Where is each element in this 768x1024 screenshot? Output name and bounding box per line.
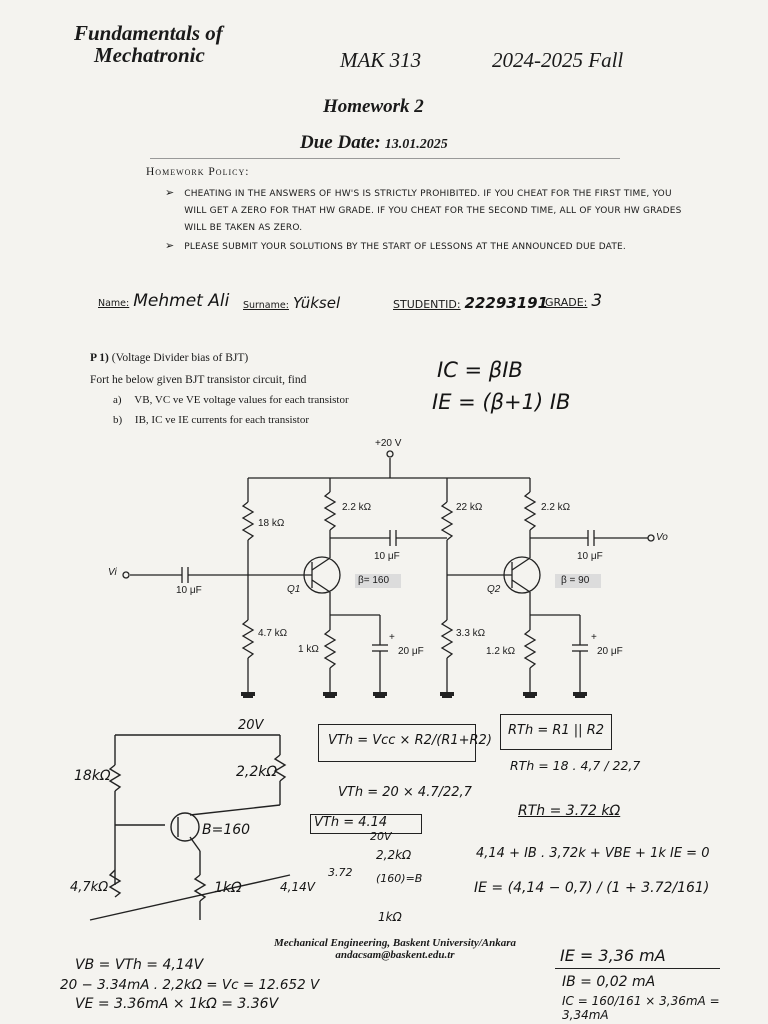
cin-label: 10 μF — [176, 585, 202, 596]
kvl-equation: 4,14 + IB . 3,72k + VBE + 1k IE = 0 — [476, 846, 710, 861]
q2-label: Q2 — [487, 584, 501, 595]
rea-label: 1 kΩ — [298, 644, 319, 655]
vb-result: VB = VTh = 4,14V — [75, 957, 204, 973]
student-id-value: 22293191 — [464, 294, 549, 312]
arrow-bullet-icon: ➢ — [165, 240, 175, 252]
bjt-circuit-diagram — [122, 450, 655, 698]
policy-heading: Homework Policy: — [146, 166, 250, 178]
footer: Mechanical Engineering, Baskent Universi… — [240, 937, 550, 961]
problem-heading: P 1) (Voltage Divider bias of BJT) — [90, 352, 249, 364]
supply-label: +20 V — [375, 438, 402, 449]
policy-item: ➢ Please submit your solutions by the st… — [165, 239, 685, 256]
sketch-re: 1kΩ — [214, 880, 242, 896]
policy-list: ➢ Cheating in the answers of HW's is str… — [165, 186, 685, 256]
vth-result-box — [310, 814, 422, 834]
ib-result: IB = 0,02 mA — [562, 974, 656, 990]
r2b-label: 3.3 kΩ — [456, 628, 486, 639]
r1b-label: 22 kΩ — [456, 502, 483, 513]
vc-result: 20 − 3.34mA . 2,2kΩ = Vc = 12.652 V — [60, 977, 320, 993]
rth-formula-box — [500, 714, 612, 750]
ic-equation: IC = βIB — [437, 358, 523, 382]
vth-formula: VTh = Vcc × R2/(R1+R2) — [328, 733, 492, 748]
vout-label: Vo — [656, 532, 668, 543]
ce1-label: 20 μF — [398, 646, 424, 657]
ce2-label: 20 μF — [597, 646, 623, 657]
sketch-rc: 2,2kΩ — [236, 764, 278, 780]
r2a-label: 4.7 kΩ — [258, 628, 288, 639]
reb-label: 1.2 kΩ — [486, 646, 516, 657]
name-field: Name: Mehmet Ali — [98, 291, 230, 311]
due-date: Due Date: 13.01.2025 — [300, 132, 448, 154]
due-label: Due Date: — [300, 132, 381, 153]
ve-result: VE = 3.36mA × 1kΩ = 3.36V — [75, 996, 279, 1012]
problem-intro: Fort he below given BJT transistor circu… — [90, 374, 307, 386]
homework-title: Homework 2 — [323, 96, 424, 117]
q1-label: Q1 — [287, 584, 301, 595]
ie-equation: IE = (β+1) IB — [432, 390, 571, 414]
due-value: 13.01.2025 — [384, 137, 448, 152]
handwritten-sketch — [89, 734, 291, 921]
th-beta: (160)=B — [376, 872, 423, 885]
ie-result: IE = 3,36 mA — [560, 946, 666, 965]
course-name-line2: Mechatronic — [94, 43, 205, 67]
cc-label: 10 μF — [374, 551, 400, 562]
grade-field: GRADE: 3 — [545, 291, 603, 311]
beta1-label: β= 160 — [358, 575, 390, 586]
problem-item-a: a) VB, VC ve VE voltage values for each … — [113, 394, 349, 406]
th-rth: 3.72 — [328, 866, 353, 879]
rca-label: 2.2 kΩ — [342, 502, 372, 513]
beta2-label: β = 90 — [561, 575, 590, 586]
ie-calculation: IE = (4,14 − 0,7) / (1 + 3.72/161) — [474, 880, 710, 896]
grade-value: 3 — [591, 291, 603, 311]
sketch-beta: B=160 — [202, 822, 251, 838]
ce1-plus: + — [389, 632, 395, 643]
sketch-r1: 18kΩ — [74, 768, 111, 784]
course-name: Fundamentals of Mechatronic — [74, 22, 274, 66]
th-vth: 4,14V — [280, 880, 315, 894]
surname-value: Yüksel — [292, 294, 341, 312]
rth-substitution: RTh = 18 . 4,7 / 22,7 — [510, 758, 641, 773]
ce2-plus: + — [591, 632, 597, 643]
rth-formula: RTh = R1 || R2 — [508, 723, 605, 738]
rth-result: RTh = 3.72 kΩ — [518, 803, 621, 819]
ic-result: IC = 160/161 × 3,36mA = 3,34mA — [562, 994, 720, 1022]
vin-label: Vi — [108, 567, 117, 578]
th-supply: 20V — [370, 830, 392, 843]
th-rc: 2,2kΩ — [376, 848, 412, 862]
footer-line2: andacsam@baskent.edu.tr — [335, 949, 455, 961]
vth-formula-box — [318, 724, 476, 762]
vth-result: VTh = 4.14 — [314, 815, 388, 830]
surname-field: Surname: Yüksel — [243, 294, 341, 312]
vth-substitution: VTh = 20 × 4.7/22,7 — [338, 785, 472, 800]
course-name-line1: Fundamentals of — [74, 21, 223, 45]
sketch-r2: 4,7kΩ — [70, 880, 109, 895]
problem-item-b: b) IB, IC ve IE currents for each transi… — [113, 414, 310, 426]
th-re: 1kΩ — [378, 910, 402, 924]
term: 2024-2025 Fall — [492, 48, 624, 72]
header-divider — [150, 158, 620, 159]
footer-line1: Mechanical Engineering, Baskent Universi… — [273, 937, 517, 949]
arrow-bullet-icon: ➢ — [165, 187, 175, 199]
student-id-field: STUDENTID: 22293191 — [393, 294, 549, 312]
policy-item: ➢ Cheating in the answers of HW's is str… — [165, 186, 685, 237]
ie-result-underline — [555, 968, 720, 969]
rcb-label: 2.2 kΩ — [541, 502, 571, 513]
sketch-supply: 20V — [238, 718, 264, 733]
r1a-label: 18 kΩ — [258, 518, 285, 529]
course-code: MAK 313 — [340, 48, 422, 72]
cout-label: 10 μF — [577, 551, 603, 562]
name-value: Mehmet Ali — [133, 291, 230, 311]
